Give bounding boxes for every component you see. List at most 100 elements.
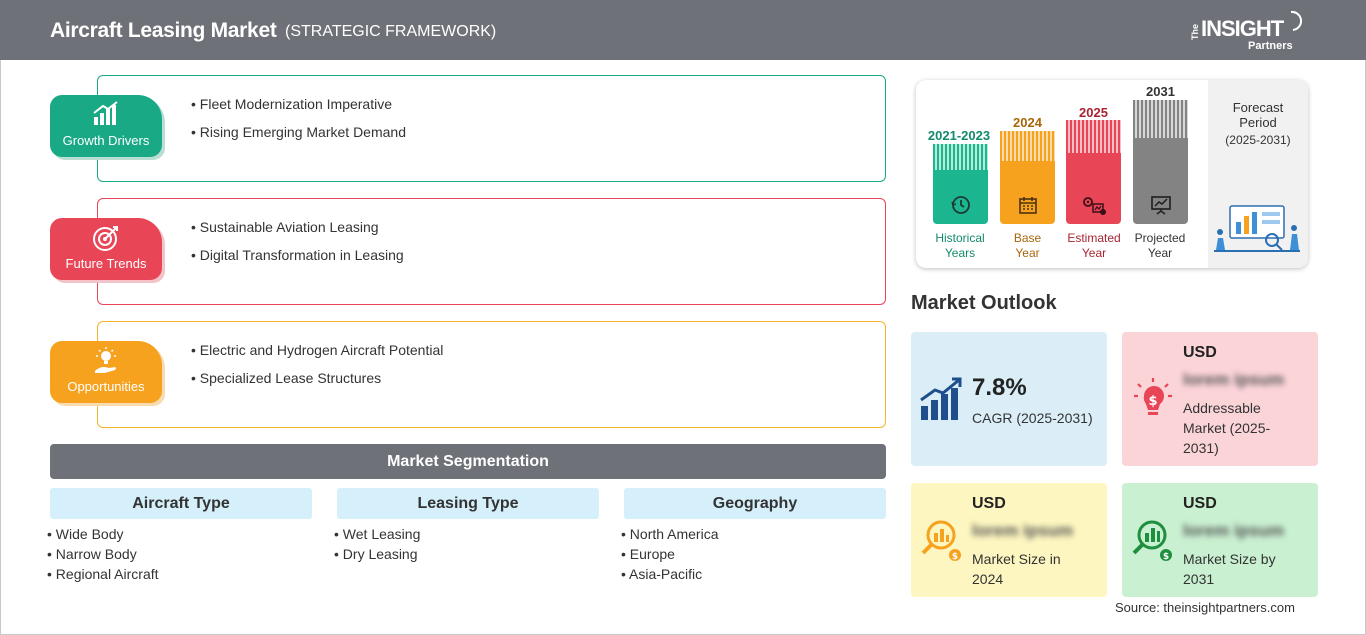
- size-2024-label-line2: 2024: [972, 571, 1004, 587]
- timeline-year-historical: 2021-2023: [927, 128, 991, 143]
- svg-text:$: $: [1148, 394, 1157, 409]
- svg-text:$: $: [952, 552, 958, 562]
- timeline-bar-base: [1000, 131, 1055, 224]
- list-item: North America: [621, 526, 719, 542]
- market-size-2031-card: USD lorem ipsum Market Size by 2031 $: [1122, 483, 1318, 597]
- addressable-market-card: USD lorem ipsum Addressable Market (2025…: [1122, 332, 1318, 466]
- future-trends-badge: Future Trends: [50, 218, 162, 280]
- chart-magnifier-icon: $: [1130, 517, 1176, 568]
- forecast-title-line2: Period: [1239, 115, 1277, 130]
- timeline-label-estimated: Estimated Year: [1058, 231, 1130, 261]
- gears-icon: [1066, 194, 1121, 216]
- list-item: Fleet Modernization Imperative: [191, 96, 406, 112]
- forecast-period: (2025-2031): [1225, 133, 1291, 147]
- segment-heading-aircraft-type: Aircraft Type: [50, 488, 312, 519]
- cagr-value: 7.8%: [972, 374, 1027, 401]
- size-2024-currency: USD: [972, 495, 1006, 512]
- logo-bulb-icon: [1290, 10, 1302, 31]
- growth-drivers-list: Fleet Modernization Imperative Rising Em…: [191, 96, 406, 152]
- page-subtitle: (STRATEGIC FRAMEWORK): [285, 23, 497, 40]
- calendar-icon: [1000, 194, 1055, 216]
- forecast-title: Forecast Period: [1208, 100, 1308, 130]
- size-2024-label-line1: Market Size in: [972, 551, 1061, 567]
- timeline-label-line1: Historical: [935, 231, 985, 245]
- growth-drivers-badge: Growth Drivers: [50, 95, 162, 157]
- size-2031-label: Market Size by 2031: [1183, 549, 1276, 589]
- timeline-label-line1: Projected: [1134, 231, 1186, 245]
- addressable-label-line3: 2031): [1183, 440, 1219, 456]
- size-2031-label-line2: 2031: [1183, 571, 1215, 587]
- size-2024-value: lorem ipsum: [972, 521, 1074, 540]
- list-item: Specialized Lease Structures: [191, 370, 443, 386]
- list-item: Asia-Pacific: [621, 566, 719, 582]
- segment-list-aircraft-type: Wide Body Narrow Body Regional Aircraft: [47, 526, 159, 586]
- list-item: Europe: [621, 546, 719, 562]
- list-item: Wet Leasing: [334, 526, 421, 542]
- segment-list-leasing-type: Wet Leasing Dry Leasing: [334, 526, 421, 566]
- timeline-label-projected: Projected Year: [1125, 231, 1195, 261]
- addressable-label: Addressable Market (2025- 2031): [1183, 398, 1270, 458]
- timeline-bar-projected: [1133, 100, 1188, 224]
- future-trends-list: Sustainable Aviation Leasing Digital Tra…: [191, 219, 404, 275]
- source-note[interactable]: Source: theinsightpartners.com: [1115, 600, 1295, 615]
- future-trends-box: Sustainable Aviation Leasing Digital Tra…: [97, 198, 886, 305]
- addressable-currency: USD: [1183, 344, 1217, 361]
- analytics-team-icon: [1214, 205, 1300, 252]
- growth-drivers-box: Fleet Modernization Imperative Rising Em…: [97, 75, 886, 182]
- opportunities-box: Electric and Hydrogen Aircraft Potential…: [97, 321, 886, 428]
- timeline-label-line2: Year: [1081, 246, 1107, 260]
- timeline-year-estimated: 2025: [1079, 105, 1108, 120]
- list-item: Electric and Hydrogen Aircraft Potential: [191, 342, 444, 358]
- svg-text:$: $: [1163, 552, 1169, 562]
- page-title: Aircraft Leasing Market: [50, 19, 277, 42]
- list-item: Wide Body: [47, 526, 159, 542]
- list-item: Digital Transformation in Leasing: [191, 247, 404, 263]
- timeline-bar-historical: [933, 144, 988, 224]
- size-2031-label-line1: Market Size by: [1183, 551, 1276, 567]
- list-item: Regional Aircraft: [47, 566, 159, 582]
- size-2031-currency: USD: [1183, 495, 1217, 512]
- target-icon: [50, 224, 162, 252]
- growth-drivers-label: Growth Drivers: [62, 133, 150, 148]
- size-2031-value: lorem ipsum: [1183, 521, 1285, 540]
- market-outlook-title: Market Outlook: [911, 292, 1057, 314]
- timeline-label-line1: Base: [1013, 231, 1042, 245]
- opportunities-list: Electric and Hydrogen Aircraft Potential…: [191, 342, 444, 398]
- header-bar: Aircraft Leasing Market (STRATEGIC FRAME…: [0, 0, 1366, 60]
- addressable-value: lorem ipsum: [1183, 370, 1285, 389]
- coin-magnifier-icon: $: [919, 517, 965, 568]
- timeline-bar-estimated: [1066, 120, 1121, 224]
- timeline-label-historical: Historical Years: [920, 231, 1000, 261]
- growth-chart-icon: [919, 376, 965, 427]
- timeline-label-line2: Year: [1147, 246, 1173, 260]
- cagr-card: 7.8% CAGR (2025-2031): [911, 332, 1107, 466]
- timeline-label-line1: Estimated: [1067, 231, 1121, 245]
- future-trends-label: Future Trends: [65, 256, 147, 271]
- timeline-label-line2: Year: [1015, 246, 1040, 260]
- cagr-label: CAGR (2025-2031): [972, 410, 1093, 426]
- market-size-2024-card: USD lorem ipsum Market Size in 2024 $: [911, 483, 1107, 597]
- addressable-label-line2: Market (2025-: [1183, 420, 1271, 436]
- insight-partners-logo[interactable]: The INSIGHT Partners: [1190, 10, 1320, 54]
- timeline-label-line2: Years: [944, 246, 976, 260]
- timeline-year-projected: 2031: [1146, 84, 1175, 99]
- forecast-title-line1: Forecast: [1232, 100, 1284, 115]
- logo-sub: Partners: [1248, 40, 1293, 52]
- logo-main: INSIGHT: [1201, 16, 1284, 41]
- segment-heading-leasing-type: Leasing Type: [337, 488, 599, 519]
- presentation-icon: [1133, 194, 1188, 216]
- timeline-label-base: Base Year: [990, 231, 1065, 261]
- list-item: Dry Leasing: [334, 546, 420, 562]
- addressable-label-line1: Addressable: [1183, 400, 1261, 416]
- dollar-bulb-icon: $: [1130, 376, 1176, 427]
- clock-icon: [933, 194, 988, 216]
- bar-chart-icon: [50, 101, 162, 129]
- list-item: Rising Emerging Market Demand: [191, 124, 406, 140]
- opportunities-label: Opportunities: [67, 379, 145, 394]
- opportunities-badge: Opportunities: [50, 341, 162, 403]
- size-2024-label: Market Size in 2024: [972, 549, 1061, 589]
- list-item: Sustainable Aviation Leasing: [191, 219, 404, 235]
- lightbulb-hand-icon: [50, 347, 162, 375]
- timeline-year-base: 2024: [1013, 115, 1042, 130]
- market-segmentation-header: Market Segmentation: [50, 444, 886, 479]
